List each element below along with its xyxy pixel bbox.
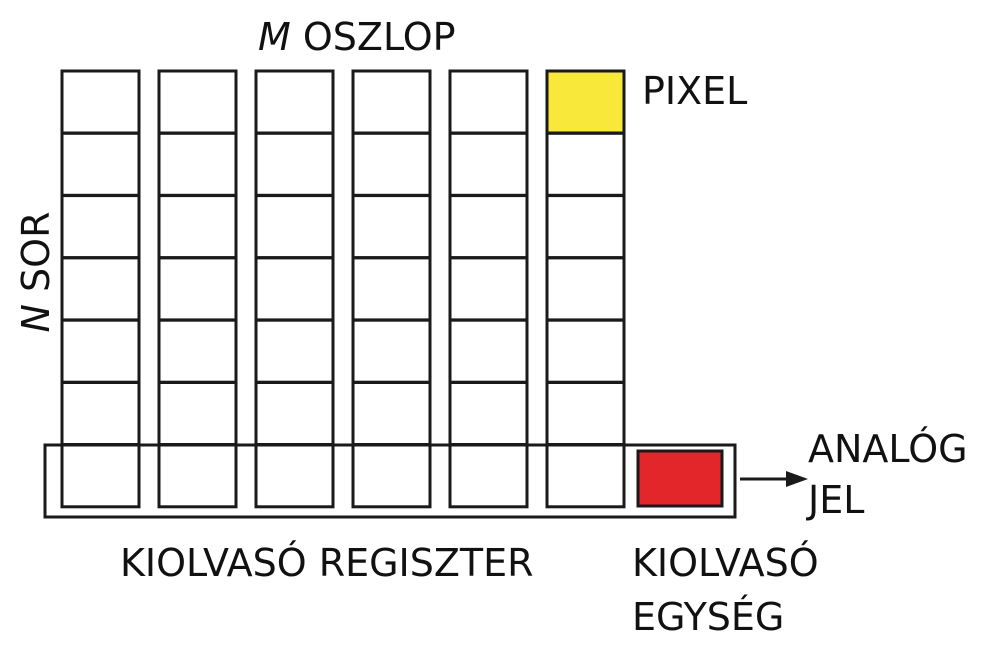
pixel-cell — [60, 318, 141, 384]
analog-signal-label-line1: ANALÓG — [808, 427, 968, 471]
pixel-cell — [254, 131, 335, 197]
pixel-cell — [545, 256, 626, 322]
readout-register-label: KIOLVASÓ REGISZTER — [120, 541, 534, 585]
pixel-cell — [60, 69, 141, 135]
analog-signal-label-line2: JEL — [808, 478, 865, 522]
analog-signal-arrowhead — [786, 471, 808, 487]
pixel-cell — [351, 256, 432, 322]
pixel-cell — [545, 318, 626, 384]
highlighted-pixel-cell — [545, 69, 626, 135]
pixel-cell — [157, 443, 238, 509]
pixel-cell — [351, 69, 432, 135]
readout-unit-label-line1: KIOLVASÓ — [632, 541, 819, 585]
pixel-cell — [545, 131, 626, 197]
pixel-cell — [60, 131, 141, 197]
pixel-cell — [157, 131, 238, 197]
pixel-cell — [448, 443, 529, 509]
readout-unit-label-line2: EGYSÉG — [632, 595, 785, 639]
pixel-cell — [254, 318, 335, 384]
pixel-cell — [448, 381, 529, 446]
pixel-cell — [351, 131, 432, 197]
pixel-cell — [60, 256, 141, 322]
pixel-cell — [157, 381, 238, 446]
pixel-grid — [60, 69, 626, 509]
pixel-cell — [448, 318, 529, 384]
pixel-cell — [254, 69, 335, 135]
pixel-cell — [60, 443, 141, 509]
pixel-cell — [448, 194, 529, 260]
pixel-cell — [545, 381, 626, 446]
pixel-cell — [545, 443, 626, 509]
pixel-cell — [448, 256, 529, 322]
pixel-cell — [448, 131, 529, 197]
pixel-cell — [254, 194, 335, 260]
columns-variable: M — [258, 15, 291, 59]
pixel-cell — [157, 256, 238, 322]
pixel-cell — [545, 194, 626, 260]
pixel-cell — [351, 381, 432, 446]
pixel-cell — [60, 194, 141, 260]
rows-label: N SOR — [14, 211, 58, 333]
rows-word: SOR — [14, 211, 58, 292]
columns-word: OSZLOP — [302, 15, 456, 59]
pixel-cell — [351, 318, 432, 384]
columns-label: M OSZLOP — [258, 18, 456, 56]
pixel-cell — [157, 318, 238, 384]
pixel-cell — [254, 256, 335, 322]
pixel-cell — [157, 69, 238, 135]
pixel-label: PIXEL — [642, 69, 748, 113]
pixel-cell — [351, 194, 432, 260]
pixel-cell — [351, 443, 432, 509]
rows-variable: N — [14, 304, 58, 333]
pixel-cell — [448, 69, 529, 135]
readout-register-box — [43, 443, 737, 519]
pixel-cell — [157, 194, 238, 260]
pixel-cell — [254, 381, 335, 446]
readout-unit-box — [636, 449, 724, 508]
pixel-cell — [254, 443, 335, 509]
pixel-cell — [60, 381, 141, 446]
